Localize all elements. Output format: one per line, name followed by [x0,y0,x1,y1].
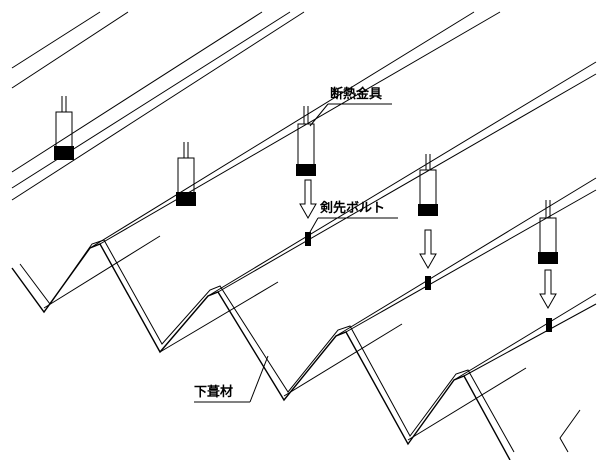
insulation-bracket-3 [296,106,316,176]
leader-lines [194,103,398,403]
base-roofing-label: 下葺材 [194,384,233,400]
insulation-bracket-2 [176,142,196,206]
roof-panel-lines [11,11,597,441]
pointed-bolt-label: 剣先ボルト [319,200,385,216]
pointed-bolt-3 [546,318,552,332]
down-arrow-3 [539,269,557,310]
insulation-bracket-5 [538,200,558,264]
insulation-bracket-4 [418,154,438,216]
roof-profile-section [11,239,581,460]
pointed-bolt-2 [425,276,431,290]
pointed-bolt-1 [305,232,311,246]
down-arrow-1 [299,179,317,220]
down-arrow-2 [419,229,437,270]
insulation-bracket-label: 断熱金具 [330,86,382,102]
insulation-bracket-1 [54,96,74,160]
